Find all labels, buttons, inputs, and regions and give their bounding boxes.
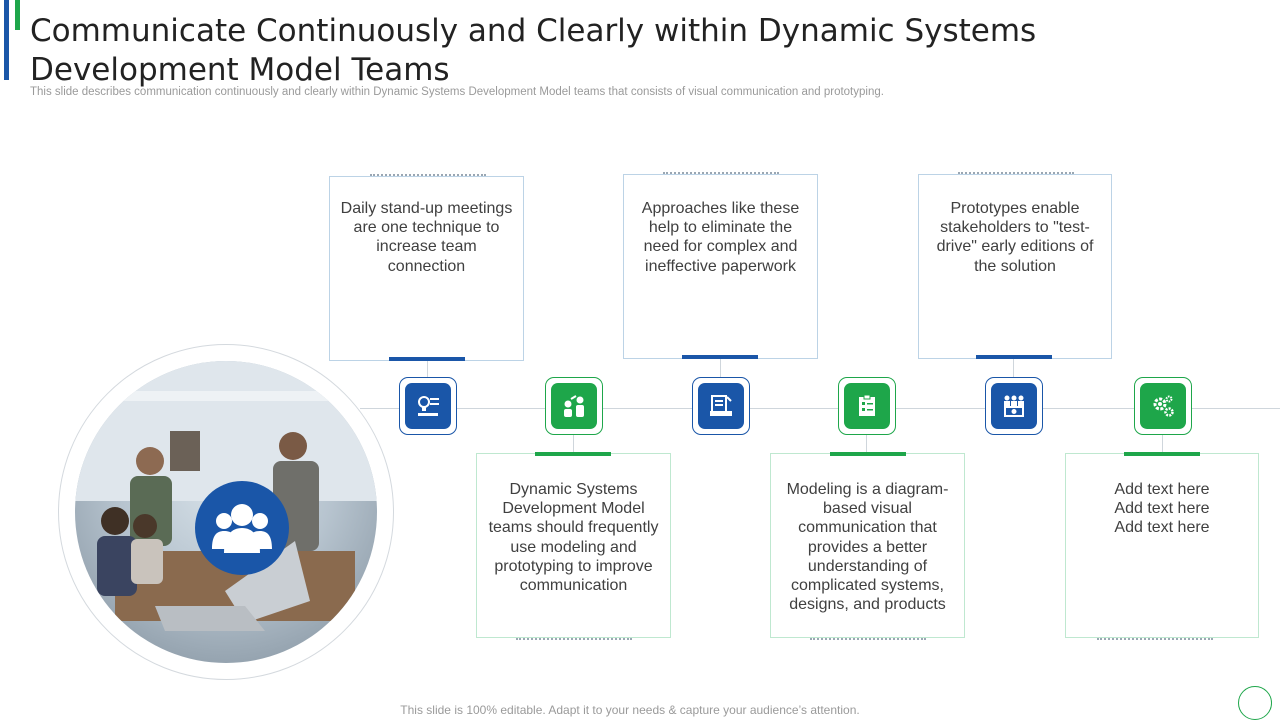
connector [720,358,721,378]
team-icon [212,504,272,553]
step-6-text: Add text here Add text here Add text her… [1114,481,1210,537]
step-4-card: Modeling is a diagram-based visual commu… [770,452,965,640]
document-tools-icon [710,395,732,416]
checklist-icon [859,394,875,416]
accent-bar-green [15,0,20,30]
photo-frame [58,344,394,680]
footer-note: This slide is 100% editable. Adapt it to… [400,703,860,717]
step-5-text: Prototypes enable stakeholders to "test-… [936,200,1094,275]
step-2-card: Dynamic Systems Development Model teams … [476,452,671,640]
step-6-card: Add text here Add text here Add text her… [1065,452,1259,640]
corner-circle-decoration [1238,686,1272,720]
step-5-card: Prototypes enable stakeholders to "test-… [918,172,1112,359]
people-collaboration-icon [564,395,584,417]
page-title: Communicate Continuously and Clearly wit… [30,13,1037,88]
stakeholders-icon [1004,395,1024,417]
connector [1013,358,1014,378]
team-photo [75,361,377,663]
page-subtitle: This slide describes communication conti… [30,86,884,98]
connector [866,435,867,453]
step-3-card: Approaches like these help to eliminate … [623,172,818,359]
idea-presentation-icon [418,396,439,416]
step-2-text: Dynamic Systems Development Model teams … [488,481,659,595]
step-3-icon-frame [692,377,750,435]
step-4-text: Modeling is a diagram-based visual commu… [786,481,949,614]
step-3-text: Approaches like these help to eliminate … [641,200,800,275]
step-1-icon-frame [399,377,457,435]
connector [427,360,428,378]
timeline-line [360,408,1280,409]
step-6-icon-frame [1134,377,1192,435]
step-2-icon-frame [545,377,603,435]
connector [573,435,574,453]
step-4-icon-frame [838,377,896,435]
step-1-text: Daily stand-up meetings are one techniqu… [340,200,513,275]
accent-bar-blue [4,0,9,80]
step-1-card: Daily stand-up meetings are one techniqu… [329,174,524,361]
step-5-icon-frame [985,377,1043,435]
gears-icon [1153,395,1174,417]
connector [1162,435,1163,453]
team-badge [195,481,289,575]
